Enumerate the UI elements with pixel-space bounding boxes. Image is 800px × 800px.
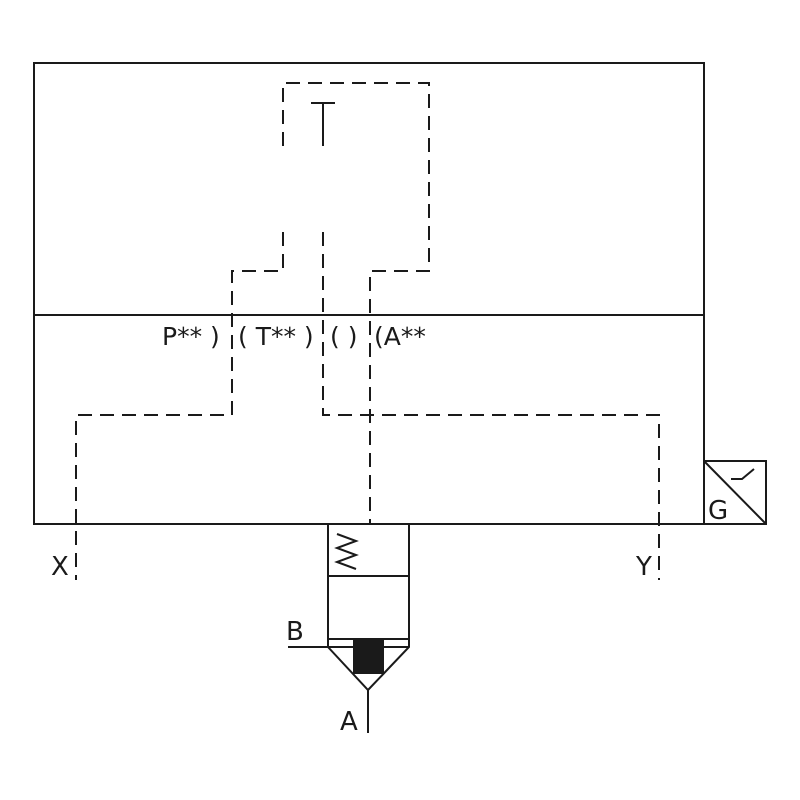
poppet-block-icon bbox=[353, 638, 384, 674]
position-switch-icon: G bbox=[703, 460, 767, 526]
port-mid-label: ( ) bbox=[330, 322, 357, 351]
tank-symbol-icon bbox=[311, 102, 335, 146]
switch-g-label: G bbox=[708, 496, 728, 526]
cartridge-valve-icon bbox=[288, 523, 410, 733]
pilot-center-dashed-line bbox=[322, 232, 660, 580]
port-b-label: B bbox=[286, 617, 304, 647]
port-x-label: X bbox=[51, 552, 69, 582]
port-t-label: ( T** ) bbox=[238, 322, 314, 351]
pilot-frame-dashed-line bbox=[282, 82, 430, 524]
pilot-left-dashed-line bbox=[75, 232, 284, 580]
port-p-label: P** ) bbox=[162, 322, 220, 351]
port-a-label: (A** bbox=[374, 322, 426, 351]
port-a-bottom-label: A bbox=[340, 707, 358, 737]
port-y-label: Y bbox=[635, 552, 652, 582]
